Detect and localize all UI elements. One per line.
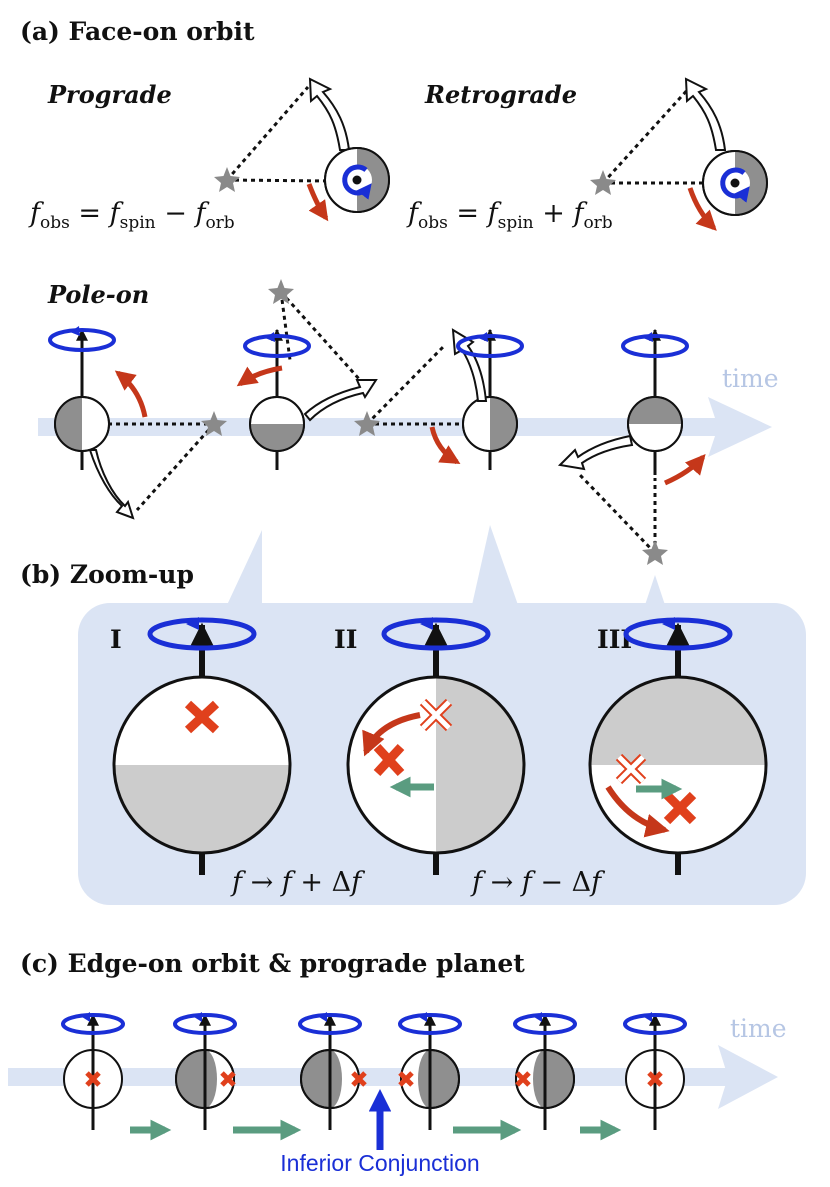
timeline-arrowhead [708, 397, 772, 457]
spin-loop-icon [621, 334, 689, 358]
zoom-callout-3 [645, 575, 665, 605]
rotation-arrow [362, 712, 421, 757]
conjunction-label: Inferior Conjunction [280, 1150, 479, 1176]
timeline-bar [38, 418, 718, 436]
spot-marker-icon [184, 700, 220, 734]
spot-marker-icon [85, 1071, 101, 1087]
zoom-planet-3 [588, 617, 768, 875]
prograde-star-icon [214, 167, 240, 192]
retrograde-schematic [590, 77, 768, 231]
retrograde-orbit-arrow [684, 77, 727, 151]
pole-on-sightlines [108, 290, 657, 555]
pole-on-planet-3 [429, 328, 524, 470]
retrograde-sightline-upper [601, 85, 692, 185]
orbit-direction-arrow [429, 426, 461, 465]
pole-on-planet-2 [236, 328, 378, 470]
pole-on-planet-4 [557, 328, 706, 486]
orbit-direction-arrow [236, 365, 283, 387]
orbit-direction-arrow [663, 453, 706, 486]
spin-loop-icon [147, 617, 257, 651]
edge-planet-6 [623, 1012, 687, 1130]
zoom-formula-left: f → f + Δf [230, 867, 365, 898]
edge-planet-1 [61, 1012, 125, 1130]
rotation-arrow [605, 785, 670, 838]
orbit-arrow [88, 449, 135, 520]
spin-loop-icon [623, 1013, 687, 1035]
edge-planet-3 [298, 1012, 367, 1130]
prograde-orbit-arrow [308, 77, 351, 151]
spin-loop-icon [298, 1013, 362, 1035]
panel-a-heading: (a) Face-on orbit [20, 17, 255, 46]
edge-planet-5 [513, 1012, 577, 1130]
orbit-arrow [303, 379, 378, 422]
panel-c-heading: (c) Edge-on orbit & prograde planet [20, 949, 525, 978]
zoom-formula-right: f → f − Δf [470, 867, 605, 898]
spot-marker-icon [647, 1071, 663, 1087]
edge-planet-4 [398, 1012, 462, 1130]
zoom-label-1: I [110, 625, 122, 654]
spin-loop-icon [61, 1013, 125, 1035]
spin-loop-icon [456, 334, 524, 358]
retrograde-orbit-direction-arrow [687, 187, 717, 231]
retrograde-spin-icon [720, 167, 750, 203]
spin-loop-icon [513, 1013, 577, 1035]
spot-marker-icon [220, 1071, 236, 1087]
spin-loop-icon [173, 1013, 237, 1035]
prograde-schematic [214, 77, 390, 222]
spot-marker-icon [515, 1071, 531, 1087]
spin-loop-icon [48, 328, 116, 352]
timeline-arrowhead [718, 1045, 778, 1109]
pole-on-star-icon-1 [201, 411, 227, 436]
spin-loop-icon [398, 1013, 462, 1035]
zoom-planet-1 [112, 617, 292, 875]
spin-loop-icon [381, 617, 491, 651]
spot-marker-icon [398, 1071, 414, 1087]
zoom-callout-2 [472, 525, 518, 605]
zoom-label-2: II [334, 625, 357, 654]
retrograde-star-icon [590, 170, 616, 195]
edge-on-time-label: time [730, 1014, 787, 1043]
spin-loop-icon [243, 334, 311, 358]
prograde-spin-icon [342, 164, 372, 200]
prograde-equation: fobs = fspin − forb [28, 198, 235, 233]
orbit-arrow [451, 328, 488, 402]
spot-marker-icon [373, 743, 405, 777]
retrograde-label: Retrograde [424, 80, 577, 109]
zoom-callout-1 [227, 530, 262, 605]
prograde-pole-dot [352, 175, 362, 185]
spot-marker-icon [351, 1071, 367, 1087]
prograde-sightline-lower [226, 178, 331, 183]
prograde-label: Prograde [47, 80, 172, 109]
spin-loop-icon [623, 617, 733, 651]
pole-on-star-icon-4 [642, 540, 668, 565]
retrograde-equation: fobs = fspin + forb [406, 198, 613, 233]
panel-b-heading: (b) Zoom-up [20, 560, 194, 589]
pole-on-time-label: time [722, 364, 779, 393]
zoom-callouts [227, 525, 665, 605]
orbit-direction-arrow [114, 370, 148, 418]
edge-planet-2 [173, 1012, 237, 1130]
prograde-sightline-upper [225, 86, 310, 181]
pole-on-label: Pole-on [47, 280, 149, 309]
retrograde-pole-dot [730, 178, 740, 188]
pole-on-star-icon-2 [268, 279, 294, 304]
pole-on-star-icon-3 [354, 411, 380, 436]
zoom-planet-2 [346, 617, 526, 875]
pole-on-planet-1 [48, 326, 148, 520]
orbit-arrow [557, 434, 634, 471]
prograde-orbit-direction-arrow [306, 183, 329, 222]
